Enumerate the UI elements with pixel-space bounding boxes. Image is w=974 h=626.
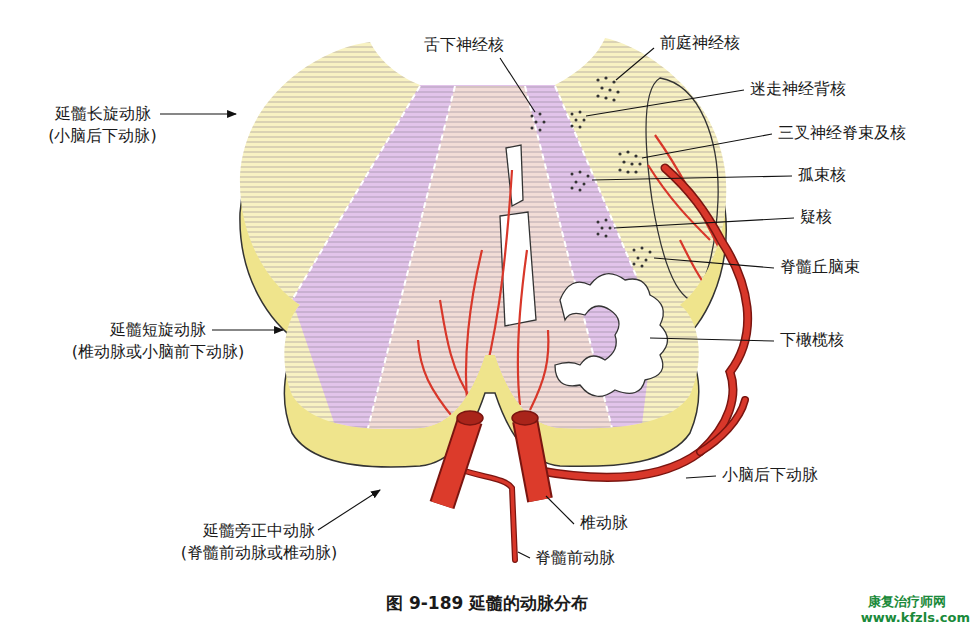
structure-label: 疑核 xyxy=(800,206,832,228)
artery-branch xyxy=(530,330,548,410)
watermark: 康复治疗师网 xyxy=(868,594,946,610)
artery-label: 椎动脉 xyxy=(580,512,628,534)
leader-line xyxy=(592,176,792,180)
boundary-line xyxy=(292,86,420,300)
leader-line xyxy=(518,552,530,558)
artery-label: 脊髓前动脉 xyxy=(535,547,615,569)
structure-label: 脊髓丘脑束 xyxy=(780,256,860,278)
figure-caption: 图 9-189 延髓的动脉分布 xyxy=(386,592,588,614)
vestibular-nucleus xyxy=(596,76,619,101)
nucleus-ambiguus xyxy=(597,219,612,238)
leader-lines xyxy=(160,48,794,558)
artery-branch xyxy=(480,170,512,395)
vertebral-artery xyxy=(525,420,540,500)
olive-nucleus xyxy=(555,274,668,397)
anterior-spinal-artery xyxy=(462,470,515,560)
spinothalamic-tract xyxy=(633,247,652,268)
leader-line xyxy=(616,48,654,80)
artery-branch xyxy=(466,250,482,410)
pica-branch xyxy=(700,400,745,452)
pointer-arrow xyxy=(160,113,236,114)
hypoglossal-nucleus xyxy=(531,113,546,132)
nuclei xyxy=(531,76,652,267)
structure-label: 迷走神经背核 xyxy=(750,78,846,100)
artery-branch xyxy=(518,250,527,405)
stripe-texture xyxy=(200,20,760,460)
artery-label: 延髓长旋动脉 (小脑后下动脉) xyxy=(15,103,190,147)
artery-branch xyxy=(680,240,715,300)
pica-outline xyxy=(535,168,748,477)
structure-label: 舌下神经核 xyxy=(424,34,504,56)
vertebral-artery xyxy=(442,420,470,505)
watermark: www.kfzls.com xyxy=(861,610,970,626)
structure-label: 下橄榄核 xyxy=(780,329,844,351)
lemniscus-shape xyxy=(506,145,523,206)
arteries xyxy=(442,168,748,560)
pointer-arrow xyxy=(318,490,380,530)
anterior-spinal-artery xyxy=(462,470,515,560)
boundary-line xyxy=(365,86,455,440)
artery-branch xyxy=(440,300,472,400)
vertebral-cut xyxy=(512,411,538,425)
structure-label: 前庭神经核 xyxy=(660,32,740,54)
vagus-dorsal-nucleus xyxy=(571,111,586,129)
structure-label: 孤束核 xyxy=(798,164,846,186)
lateral-zone xyxy=(200,20,760,460)
artery-branch xyxy=(418,340,455,420)
leader-line xyxy=(546,496,574,524)
pica-artery xyxy=(535,168,748,477)
vertebral-cut xyxy=(457,411,483,425)
leader-line xyxy=(500,58,535,112)
leader-line xyxy=(586,90,744,116)
pica-branch xyxy=(700,400,745,452)
artery-label: 小脑后下动脉 xyxy=(722,464,818,486)
lemniscus-shape xyxy=(500,212,536,326)
leader-line xyxy=(650,338,774,341)
vertebral-artery xyxy=(442,420,470,505)
pointer-arrow xyxy=(212,329,283,330)
front-face xyxy=(200,20,760,460)
trigeminal-nucleus xyxy=(618,150,641,173)
vertebral-artery xyxy=(525,420,540,500)
artery-label: 延髓旁正中动脉 (脊髓前动脉或椎动脉) xyxy=(128,520,390,564)
structure-label: 三叉神经脊束及核 xyxy=(778,122,906,144)
leader-line xyxy=(642,134,772,158)
artery-label: 延髓短旋动脉 (椎动脉或小脑前下动脉) xyxy=(38,319,278,363)
leader-line xyxy=(614,218,794,228)
leader-line xyxy=(654,258,774,268)
leader-line xyxy=(686,476,716,478)
solitary-nucleus xyxy=(571,171,590,192)
